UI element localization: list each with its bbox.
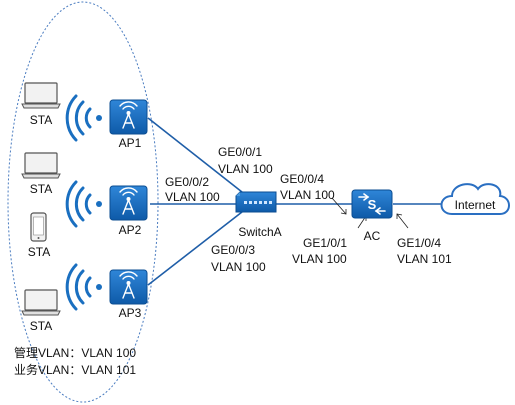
access-point-icon (109, 99, 148, 135)
internet-label: Internet (454, 198, 496, 212)
ap1-label: AP1 (118, 136, 142, 150)
legend-service-vlan: 业务VLAN：VLAN 101 (14, 363, 137, 377)
legend-management-vlan: 管理VLAN：VLAN 100 (14, 346, 137, 360)
vlan-label-ge0-0-4: VLAN 100 (280, 188, 335, 202)
vlan-label-ge1-0-4: VLAN 101 (397, 252, 452, 266)
ap2-label: AP2 (118, 223, 142, 237)
access-point-icon (109, 185, 148, 221)
port-label-ge1-0-4: GE1/0/4 (397, 236, 442, 250)
access-controller-icon: S (351, 189, 393, 219)
laptop-icon (21, 152, 61, 179)
ac-label: AC (363, 229, 381, 243)
station-label: STA (27, 245, 51, 259)
internet-cloud-icon (440, 183, 510, 215)
link-ap3-switch (147, 211, 243, 286)
station-label: STA (29, 113, 53, 127)
links (147, 117, 443, 286)
port-label-ge1-0-1: GE1/0/1 (303, 236, 348, 250)
port-label-ge0-0-4: GE0/0/4 (280, 172, 325, 186)
vlan-label-ge1-0-1: VLAN 100 (292, 252, 347, 266)
vlan-label-ge0-0-3: VLAN 100 (211, 260, 266, 274)
phone-icon (30, 212, 47, 242)
wireless-area-ellipse (7, 1, 159, 403)
link-ap1-switch (147, 117, 243, 193)
wifi-signal-icon (65, 94, 102, 142)
port-label-ge0-0-1: GE0/0/1 (218, 145, 263, 159)
laptop-icon (21, 82, 61, 109)
switch-icon (235, 191, 277, 213)
vlan-label-ge0-0-2: VLAN 100 (165, 190, 220, 204)
switch-label: SwitchA (238, 225, 282, 239)
vlan-label-ge0-0-1: VLAN 100 (218, 162, 273, 176)
access-point-icon (109, 269, 148, 305)
port-label-ge0-0-2: GE0/0/2 (165, 175, 210, 189)
port-label-ge0-0-3: GE0/0/3 (211, 243, 256, 257)
laptop-icon (21, 289, 61, 316)
svg-text:S: S (368, 197, 377, 212)
station-label: STA (29, 319, 53, 333)
wifi-signal-icon (65, 263, 102, 311)
ap3-label: AP3 (118, 306, 142, 320)
station-label: STA (29, 182, 53, 196)
wifi-signal-icon (65, 180, 102, 228)
